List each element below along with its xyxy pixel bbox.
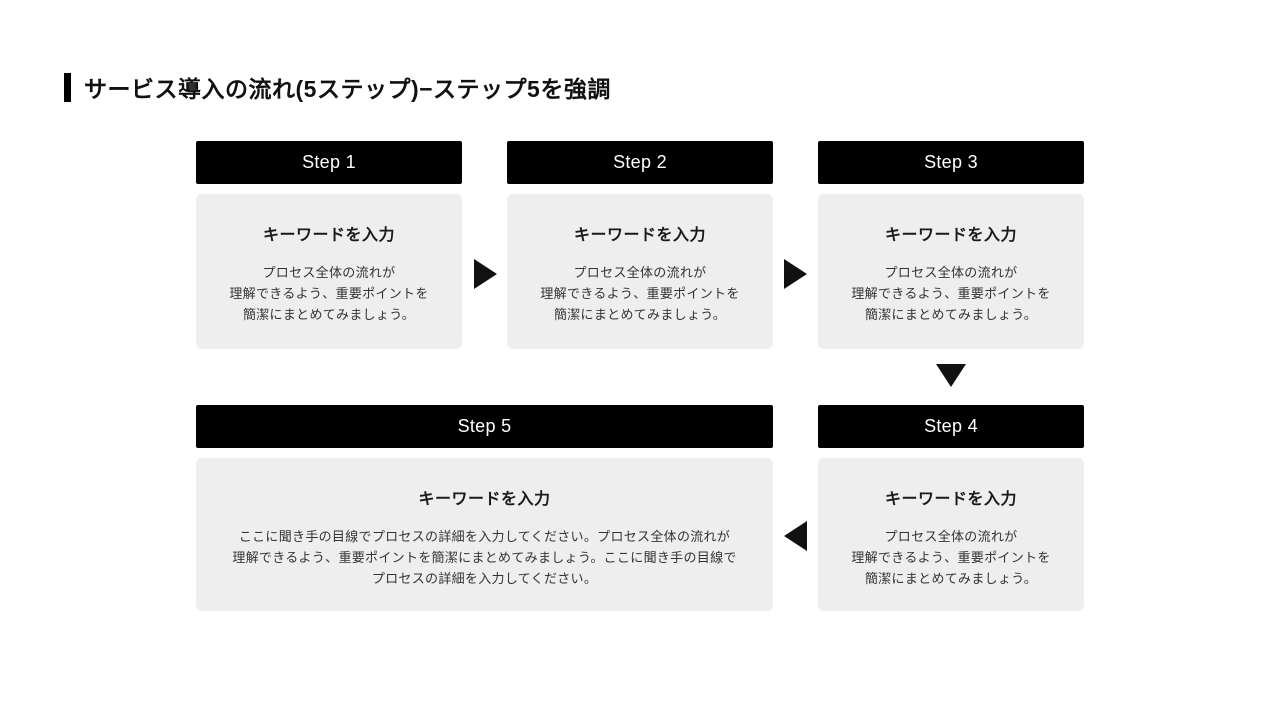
step-3-heading: キーワードを入力 [884,227,1017,244]
step-3-body: キーワードを入力 プロセス全体の流れが 理解できるよう、重要ポイントを 簡潔にま… [818,194,1084,349]
step-card-4: Step 4 キーワードを入力 プロセス全体の流れが 理解できるよう、重要ポイン… [818,405,1084,611]
step-4-description: プロセス全体の流れが 理解できるよう、重要ポイントを 簡潔にまとめてみましょう。 [851,529,1051,586]
arrow-right-step1-to-step2-icon [474,259,497,289]
step-1-header: Step 1 [196,141,462,184]
arrow-right-step2-to-step3-icon [784,259,807,289]
page-title: サービス導入の流れ(5ステップ)−ステップ5を強調 [84,76,611,102]
step-5-description: ここに聞き手の目線でプロセスの詳細を入力してください。プロセス全体の流れが 理解… [232,529,737,586]
step-5-header: Step 5 [196,405,773,448]
step-5-body: キーワードを入力 ここに聞き手の目線でプロセスの詳細を入力してください。プロセス… [196,458,773,611]
step-card-3: Step 3 キーワードを入力 プロセス全体の流れが 理解できるよう、重要ポイン… [818,141,1084,349]
arrow-down-step3-to-step4-icon [936,364,966,387]
step-2-header: Step 2 [507,141,773,184]
step-4-body: キーワードを入力 プロセス全体の流れが 理解できるよう、重要ポイントを 簡潔にま… [818,458,1084,611]
step-card-2: Step 2 キーワードを入力 プロセス全体の流れが 理解できるよう、重要ポイン… [507,141,773,349]
step-3-header: Step 3 [818,141,1084,184]
step-5-heading: キーワードを入力 [418,491,551,508]
step-4-heading: キーワードを入力 [884,491,1017,508]
step-card-1: Step 1 キーワードを入力 プロセス全体の流れが 理解できるよう、重要ポイン… [196,141,462,349]
arrow-left-step4-to-step5-icon [784,521,807,551]
step-1-heading: キーワードを入力 [262,227,395,244]
step-2-heading: キーワードを入力 [573,227,706,244]
step-4-header: Step 4 [818,405,1084,448]
step-1-description: プロセス全体の流れが 理解できるよう、重要ポイントを 簡潔にまとめてみましょう。 [229,265,429,322]
step-card-5: Step 5 キーワードを入力 ここに聞き手の目線でプロセスの詳細を入力してくだ… [196,405,773,611]
slide-title-block: サービス導入の流れ(5ステップ)−ステップ5を強調 [64,70,611,104]
title-accent-bar [64,72,71,102]
step-2-body: キーワードを入力 プロセス全体の流れが 理解できるよう、重要ポイントを 簡潔にま… [507,194,773,349]
step-2-description: プロセス全体の流れが 理解できるよう、重要ポイントを 簡潔にまとめてみましょう。 [540,265,740,322]
step-3-description: プロセス全体の流れが 理解できるよう、重要ポイントを 簡潔にまとめてみましょう。 [851,265,1051,322]
step-1-body: キーワードを入力 プロセス全体の流れが 理解できるよう、重要ポイントを 簡潔にま… [196,194,462,349]
